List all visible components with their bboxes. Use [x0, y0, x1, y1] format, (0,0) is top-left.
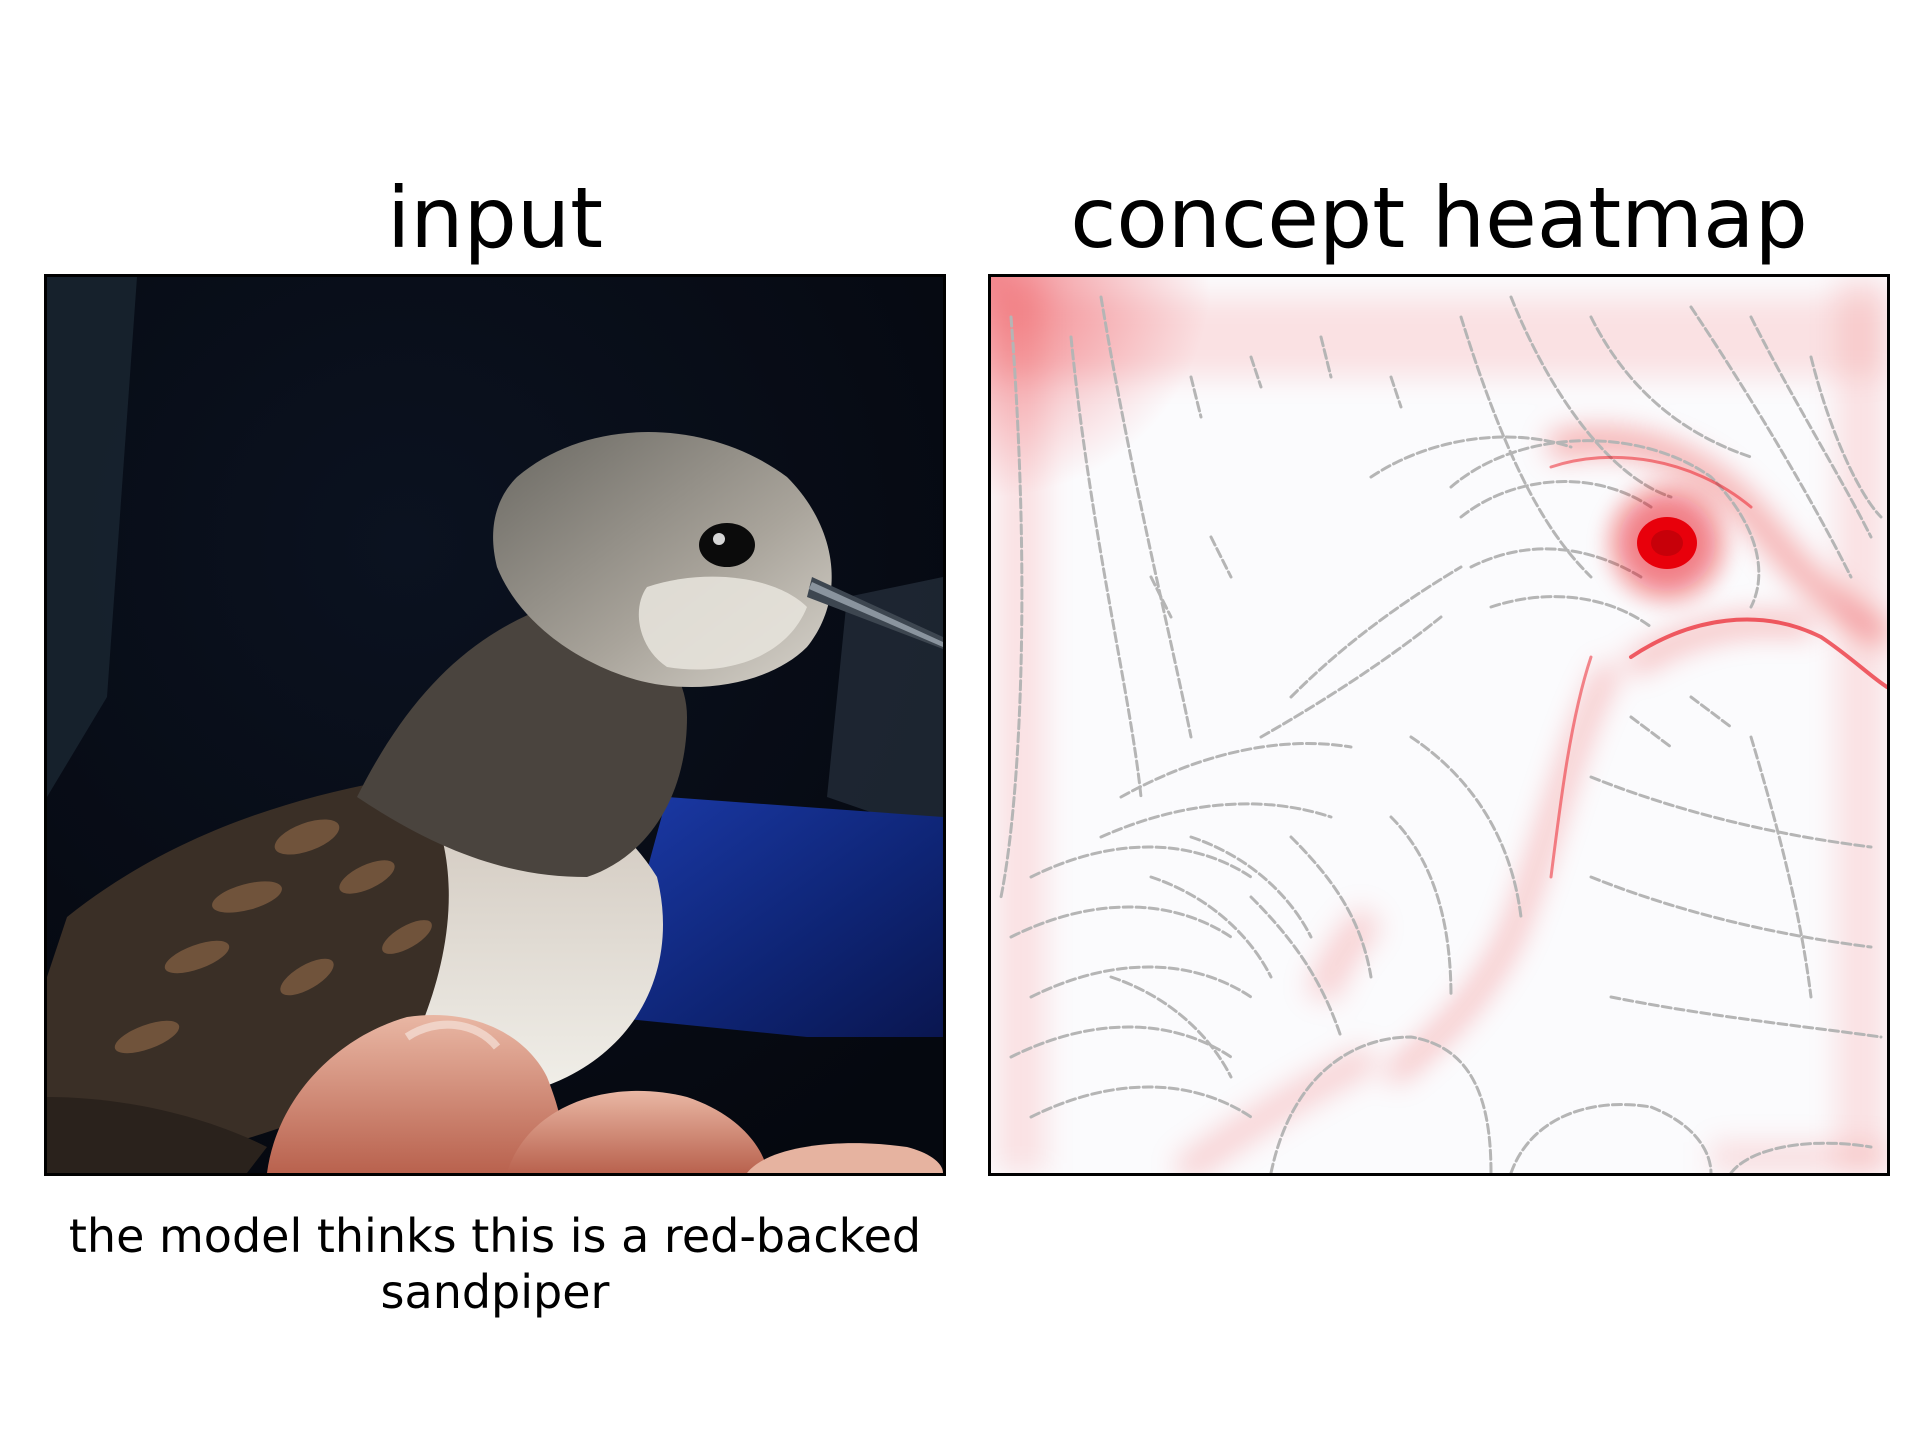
input-panel-title: input — [386, 169, 604, 267]
concept-heatmap-image — [991, 277, 1887, 1173]
input-bird-photo — [47, 277, 943, 1173]
input-image-frame — [44, 274, 946, 1176]
heatmap-panel-title: concept heatmap — [1070, 169, 1808, 267]
model-prediction-caption: the model thinks this is a red-backed sa… — [68, 1209, 922, 1319]
concept-heatmap-frame — [988, 274, 1890, 1176]
